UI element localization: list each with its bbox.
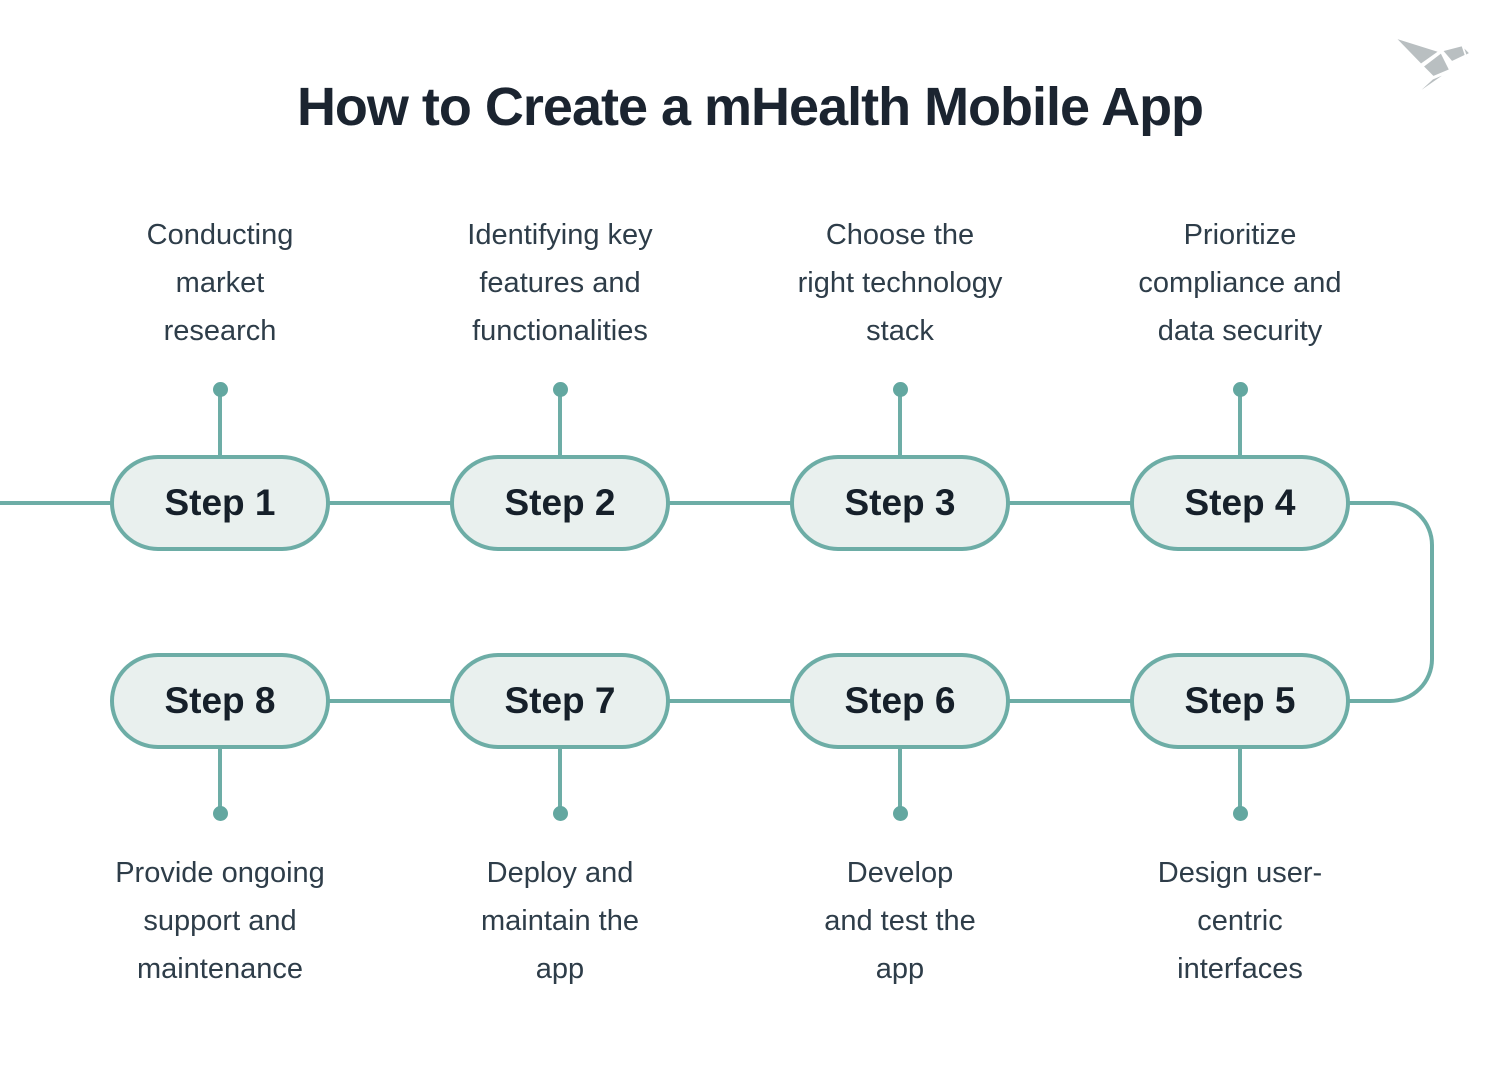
connector-line [668,699,792,703]
step-1-pill: Step 1 [110,455,330,551]
step-5-description: Design user- centric interfaces [1157,857,1323,985]
origami-bird-icon [1393,36,1472,99]
connector-line [0,501,114,505]
step-3-description: Choose the right technology stack [797,219,1003,347]
step-6-description: Develop and test the app [824,857,976,985]
connector-stem [1238,749,1242,807]
step-5-label: Step 5 [1184,680,1296,721]
connector-dot [553,382,568,397]
connector-stem [558,749,562,807]
connector-stem [898,749,902,807]
connector-line [328,501,452,505]
connector-dot [213,806,228,821]
step-1-label: Step 1 [164,482,276,523]
connector-dot [1233,806,1248,821]
step-2-pill: Step 2 [450,455,670,551]
step-3-pill: Step 3 [790,455,1010,551]
step-4-pill: Step 4 [1130,455,1350,551]
connector-stem [898,396,902,457]
connector-stem [1238,396,1242,457]
step-8-description: Provide ongoing support and maintenance [115,857,325,985]
step-7-description: Deploy and maintain the app [481,857,639,985]
connector-line [1008,699,1132,703]
connector-dot [893,382,908,397]
connector-stem [218,396,222,457]
step-8-label: Step 8 [164,680,276,721]
connector-dot [553,806,568,821]
page-title: How to Create a mHealth Mobile App [296,77,1204,137]
step-1-description: Conducting market research [146,219,294,347]
step-6-pill: Step 6 [790,653,1010,749]
connector-dot [213,382,228,397]
step-4-label: Step 4 [1184,482,1296,523]
connector-line [668,501,792,505]
step-7-pill: Step 7 [450,653,670,749]
connector-line [1008,501,1132,505]
step-5-pill: Step 5 [1130,653,1350,749]
step-3-label: Step 3 [844,482,956,523]
connector-dot [893,806,908,821]
step-2-description: Identifying key features and functionali… [467,219,653,347]
step-7-label: Step 7 [504,680,616,721]
connector-stem [218,749,222,807]
step-2-label: Step 2 [504,482,616,523]
step-4-description: Prioritize compliance and data security [1138,219,1342,347]
connector-uturn [1338,501,1434,703]
connector-stem [558,396,562,457]
connector-line [328,699,452,703]
step-6-label: Step 6 [844,680,956,721]
step-8-pill: Step 8 [110,653,330,749]
connector-dot [1233,382,1248,397]
